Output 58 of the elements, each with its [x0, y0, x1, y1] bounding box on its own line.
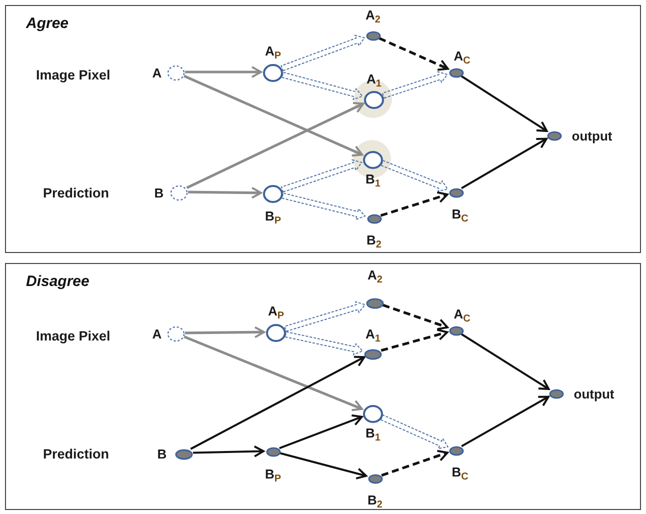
arrow: [382, 71, 448, 99]
arrow: [192, 445, 264, 458]
row-label: Prediction: [43, 446, 110, 462]
node-label: A$_{C}$: [454, 308, 470, 324]
arrow: [460, 75, 548, 132]
node-label: A: [152, 66, 162, 80]
arrow: [381, 450, 448, 477]
arrow: [380, 160, 448, 192]
node-label: B$_{1}$: [366, 426, 380, 444]
arrow: [280, 452, 368, 480]
arrow: [185, 66, 262, 78]
arrow: [184, 336, 363, 412]
arrow: [279, 414, 363, 450]
node-label: A$_{2}$: [368, 268, 382, 286]
node-label: A$_{1}$: [366, 72, 382, 90]
arrow: [183, 74, 364, 157]
arrow: [380, 414, 449, 450]
node-label: B: [154, 186, 164, 200]
node-label: A$_{P}$: [268, 304, 284, 322]
arrow: [184, 326, 265, 338]
node-label: A: [152, 328, 162, 340]
node-label: A$_{C}$: [454, 50, 470, 66]
arrow: [382, 304, 448, 330]
arrow: [280, 159, 363, 193]
arrow: [461, 138, 548, 190]
node-label: B$_{P}$: [264, 210, 282, 226]
arrow: [190, 356, 366, 450]
node-label: B$_{2}$: [366, 234, 382, 250]
panel: [5, 263, 641, 510]
arrow: [188, 186, 262, 199]
panel-title: Agree: [26, 15, 69, 32]
arrow: [461, 396, 550, 448]
arrow: [460, 333, 550, 390]
arrow: [380, 191, 448, 217]
arrow: [284, 301, 366, 332]
panel-title: Disagree: [26, 273, 90, 290]
node-label: output: [572, 130, 612, 142]
panel: [5, 5, 641, 253]
row-label: Prediction: [43, 186, 110, 200]
node-label: B$_{1}$: [366, 172, 380, 190]
node-label: A$_{1}$: [366, 328, 380, 344]
node-label: B$_{C}$: [452, 466, 468, 482]
arrow: [186, 102, 364, 189]
arrow: [281, 192, 366, 220]
node-label: B$_{P}$: [264, 468, 282, 484]
node-label: B$_{C}$: [452, 208, 468, 224]
node-label: output: [574, 388, 614, 400]
row-label: Image Pixel: [36, 68, 110, 82]
arrow: [281, 72, 364, 100]
arrow: [380, 328, 448, 352]
arrow: [378, 37, 449, 71]
node-label: B: [157, 448, 167, 460]
node-label: A$_{2}$: [366, 8, 380, 26]
arrow: [280, 34, 366, 72]
row-label: Image Pixel: [36, 328, 110, 344]
node-label: A$_{P}$: [264, 44, 282, 62]
arrow: [284, 331, 364, 356]
node-label: B$_{2}$: [368, 494, 382, 510]
